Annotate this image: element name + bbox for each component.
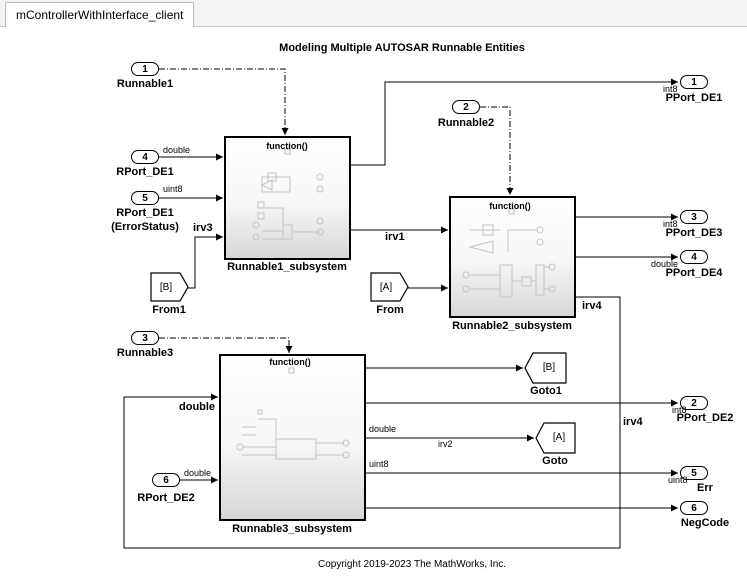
inport-errorstatus-label-line1: RPort_DE1	[116, 207, 174, 219]
inport-runnable3-label: Runnable3	[116, 347, 174, 359]
outport-negcode-label: NegCode	[680, 517, 730, 529]
outport-pport-de4[interactable]: 4	[680, 250, 708, 264]
rport-de2-type: double	[184, 468, 212, 478]
from-tag: [A]	[379, 282, 393, 293]
inport-rport-de1-label: RPort_DE1	[116, 166, 174, 178]
inport-runnable1[interactable]: 1	[131, 62, 159, 76]
inport-rport-de1-errorstatus[interactable]: 5	[131, 191, 159, 205]
model-tab[interactable]: mControllerWithInterface_client	[5, 2, 195, 27]
pport-de4-type: double	[651, 259, 679, 269]
signal-double-feedback: double	[179, 401, 216, 413]
goto-name: Goto	[542, 455, 568, 467]
signal-irv1: irv1	[385, 231, 405, 243]
runnable3-trigger-label: function()	[269, 357, 311, 367]
from-block[interactable]	[370, 272, 409, 302]
outport-negcode[interactable]: 6	[680, 501, 708, 515]
outport-pport-de3-label: PPort_DE3	[665, 227, 723, 239]
runnable1-subsystem-name: Runnable1_subsystem	[227, 261, 347, 273]
goto-block[interactable]	[535, 422, 576, 454]
from1-block[interactable]	[150, 272, 189, 302]
runnable3-subsystem-block[interactable]	[219, 354, 366, 521]
outport-pport-de2-label: PPort_DE2	[676, 412, 734, 424]
outport-pport-de1-label: PPort_DE1	[665, 92, 723, 104]
tab-bar: mControllerWithInterface_client	[0, 0, 747, 27]
pport-de1-type: int8	[663, 84, 678, 94]
rport-de1-type: double	[163, 145, 191, 155]
inport-rport-de2-label: RPort_DE2	[137, 492, 195, 504]
inport-runnable2-label: Runnable2	[437, 117, 495, 129]
err-type: uint8	[668, 475, 688, 485]
pport-de3-type: int8	[663, 219, 678, 229]
outport-pport-de4-label: PPort_DE4	[665, 267, 723, 279]
pport-de2-type: int8	[672, 405, 687, 415]
goto1-block[interactable]	[524, 352, 567, 384]
goto-tag: [A]	[552, 432, 566, 443]
outport-pport-de3[interactable]: 3	[680, 210, 708, 224]
signal-r3-uint8: uint8	[369, 459, 389, 469]
from1-name: From1	[152, 304, 186, 316]
signal-irv2: irv2	[438, 439, 453, 449]
copyright-text: Copyright 2019-2023 The MathWorks, Inc.	[317, 559, 507, 570]
signal-irv3: irv3	[193, 222, 213, 234]
inport-rport-de2[interactable]: 6	[152, 473, 180, 487]
diagram-title: Modeling Multiple AUTOSAR Runnable Entit…	[279, 42, 525, 54]
outport-err-label: Err	[697, 482, 713, 494]
from-name: From	[376, 304, 404, 316]
inport-errorstatus-label-line2: (ErrorStatus)	[111, 221, 179, 233]
outport-err[interactable]: 5	[680, 466, 708, 480]
signal-r3-double: double	[369, 424, 397, 434]
errorstatus-type: uint8	[163, 184, 183, 194]
runnable2-subsystem-name: Runnable2_subsystem	[452, 320, 572, 332]
runnable2-subsystem-block[interactable]	[449, 196, 576, 318]
outport-pport-de1[interactable]: 1	[680, 75, 708, 89]
runnable1-trigger-label: function()	[266, 141, 308, 151]
inport-runnable2[interactable]: 2	[452, 100, 480, 114]
goto1-name: Goto1	[530, 385, 562, 397]
runnable2-trigger-label: function()	[489, 201, 531, 211]
inport-runnable1-label: Runnable1	[116, 78, 174, 90]
diagram-lines	[123, 68, 678, 549]
signal-irv4-upper: irv4	[582, 300, 602, 312]
from1-tag: [B]	[159, 282, 173, 293]
outport-pport-de2[interactable]: 2	[680, 396, 708, 410]
diagram-canvas[interactable]: Modeling Multiple AUTOSAR Runnable Entit…	[0, 27, 747, 583]
goto1-tag: [B]	[542, 362, 556, 373]
inport-runnable3[interactable]: 3	[131, 331, 159, 345]
signal-irv4-lower: irv4	[623, 416, 643, 428]
runnable1-subsystem-block[interactable]	[224, 136, 351, 260]
runnable3-subsystem-name: Runnable3_subsystem	[232, 523, 352, 535]
inport-rport-de1[interactable]: 4	[131, 150, 159, 164]
